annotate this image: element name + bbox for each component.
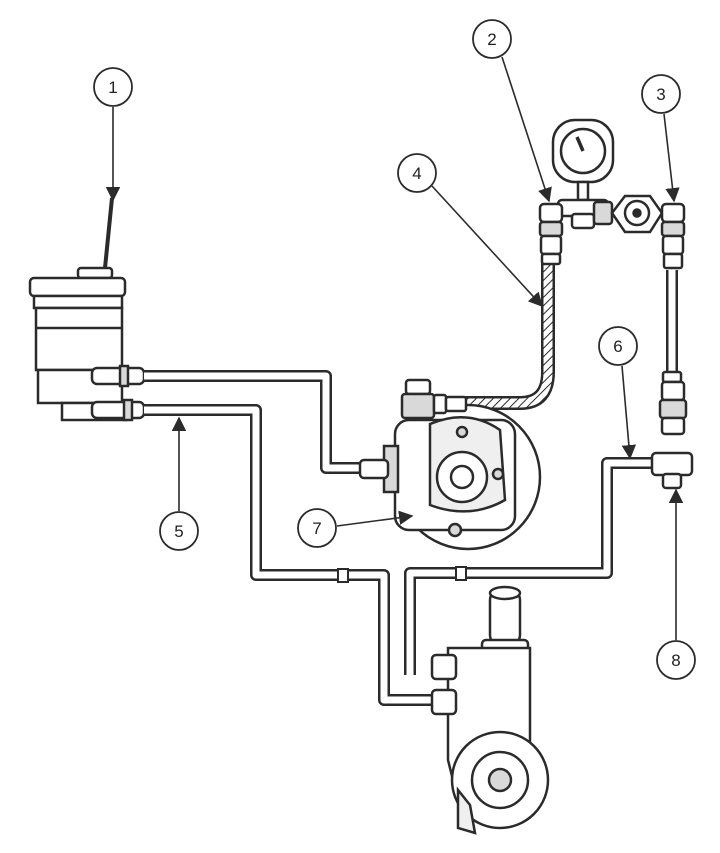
callout-circle-5 — [159, 511, 199, 551]
hydraulic-lines — [144, 262, 678, 706]
callout-circle-7 — [297, 508, 337, 548]
callout-label-1: 1 — [108, 78, 117, 97]
callout-3: 3 — [641, 74, 681, 203]
fluid-reservoir — [28, 197, 146, 422]
callout-leader-7 — [336, 510, 414, 527]
callout-label-2: 2 — [487, 30, 496, 49]
callout-label-8: 8 — [671, 651, 680, 670]
callout-6: 6 — [598, 326, 638, 460]
callout-2: 2 — [472, 19, 552, 203]
callout-leader-6 — [621, 365, 637, 460]
power-steering-pump — [358, 378, 542, 551]
callout-circle-2 — [472, 19, 512, 59]
pressure-gauge-assembly — [538, 118, 694, 490]
callout-label-3: 3 — [656, 85, 665, 104]
callout-circle-8 — [656, 640, 696, 680]
callout-label-7: 7 — [312, 519, 321, 538]
callout-7: 7 — [297, 508, 414, 548]
callout-circle-6 — [598, 326, 638, 366]
callout-label-4: 4 — [412, 164, 421, 183]
callout-leader-2 — [501, 56, 552, 203]
callout-5: 5 — [159, 416, 199, 551]
callout-label-6: 6 — [613, 337, 622, 356]
callout-leader-4 — [431, 185, 543, 308]
callout-circle-4 — [397, 153, 437, 193]
steering-gear — [430, 585, 550, 835]
callouts: 1 2 3 4 5 6 7 8 — [93, 19, 696, 680]
callout-1: 1 — [93, 67, 133, 202]
callout-circle-1 — [93, 67, 133, 107]
callout-4: 4 — [397, 153, 543, 308]
callout-leader-3 — [663, 113, 680, 203]
callout-8: 8 — [656, 488, 696, 680]
callout-label-5: 5 — [174, 522, 183, 541]
callout-circle-3 — [641, 74, 681, 114]
